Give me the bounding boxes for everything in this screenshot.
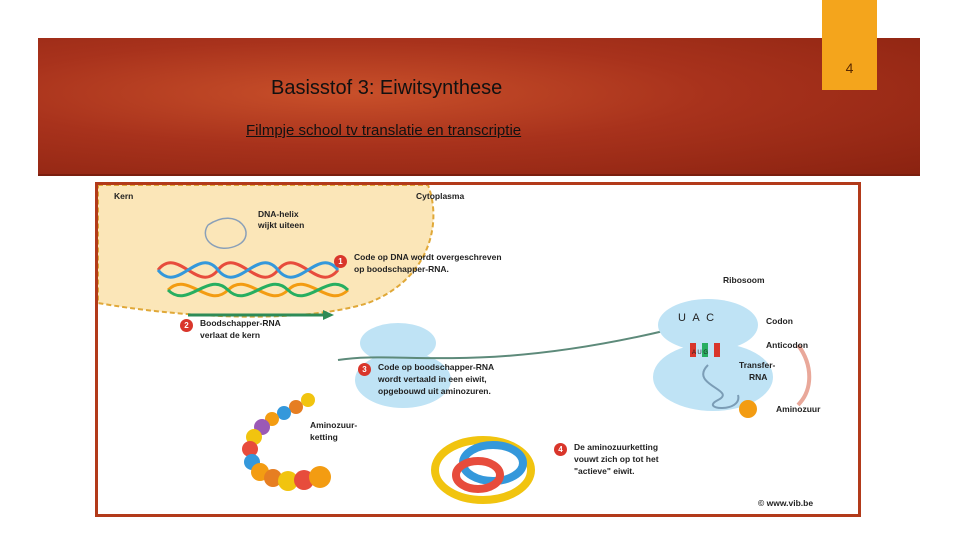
label-codon: Codon <box>766 316 793 326</box>
codon-letters: U A C <box>678 312 717 324</box>
label-transfer-rna: Transfer- <box>739 360 776 370</box>
label-cytoplasma: Cytoplasma <box>416 191 465 201</box>
nucleus-shape <box>98 185 435 318</box>
amino-acid-ball <box>739 400 757 418</box>
step4-badge: 4 <box>554 443 567 456</box>
step1-badge: 1 <box>334 255 347 268</box>
step4-line2: vouwt zich op tot het <box>574 454 659 464</box>
title-banner <box>38 38 920 176</box>
label-aminozuurketting: Aminozuur- <box>310 420 358 430</box>
dna-helix-drawing <box>156 217 350 298</box>
ribosome-small-right <box>658 299 758 351</box>
slide-title: Basisstof 3: Eiwitsynthese <box>271 77 503 99</box>
step4-line3: "actieve" eiwit. <box>574 466 635 476</box>
figure-illustration <box>98 185 812 504</box>
video-link[interactable]: Filmpje school tv translatie en transcri… <box>246 122 522 139</box>
step2-badge: 2 <box>180 319 193 332</box>
step2-line2: verlaat de kern <box>200 330 261 340</box>
label-anticodon: Anticodon <box>766 340 809 350</box>
label-aminozuurketting-2: ketting <box>310 432 338 442</box>
page-number-tab <box>822 0 877 90</box>
page-number: 4 <box>845 60 854 76</box>
ribosome-large-right <box>653 343 773 411</box>
label-dna-helix: DNA-helix <box>258 209 299 219</box>
step1-line2: op boodschapper-RNA. <box>354 264 449 274</box>
label-ribosoom: Ribosoom <box>723 275 765 285</box>
label-aminozuur: Aminozuur <box>776 404 821 414</box>
step1-line1: Code op DNA wordt overgeschreven <box>354 252 502 262</box>
credit-text: © www.vib.be <box>758 498 814 508</box>
anticodon-letters: A U G <box>692 350 709 356</box>
ribosome-large-left <box>355 352 451 408</box>
label-kern: Kern <box>114 191 134 201</box>
folded-protein <box>431 436 535 504</box>
step3-badge: 3 <box>358 363 371 376</box>
ribosome-small-left <box>360 323 436 363</box>
step3-line2: wordt vertaald in een eiwit, <box>378 374 487 384</box>
label-transfer-rna-2: RNA <box>749 372 768 382</box>
step3-line1: Code op boodschapper-RNA <box>378 362 495 372</box>
label-dna-helix-2: wijkt uiteen <box>258 220 305 230</box>
protein-synthesis-figure: Kern Cytoplasma DNA-helix wijkt uiteen 1… <box>95 182 861 517</box>
step3-line3: opgebouwd uit aminozuren. <box>378 386 491 396</box>
step2-line1: Boodschapper-RNA <box>200 318 281 328</box>
amino-acid-chain <box>242 393 331 491</box>
step4-line1: De aminozuurketting <box>574 442 659 452</box>
